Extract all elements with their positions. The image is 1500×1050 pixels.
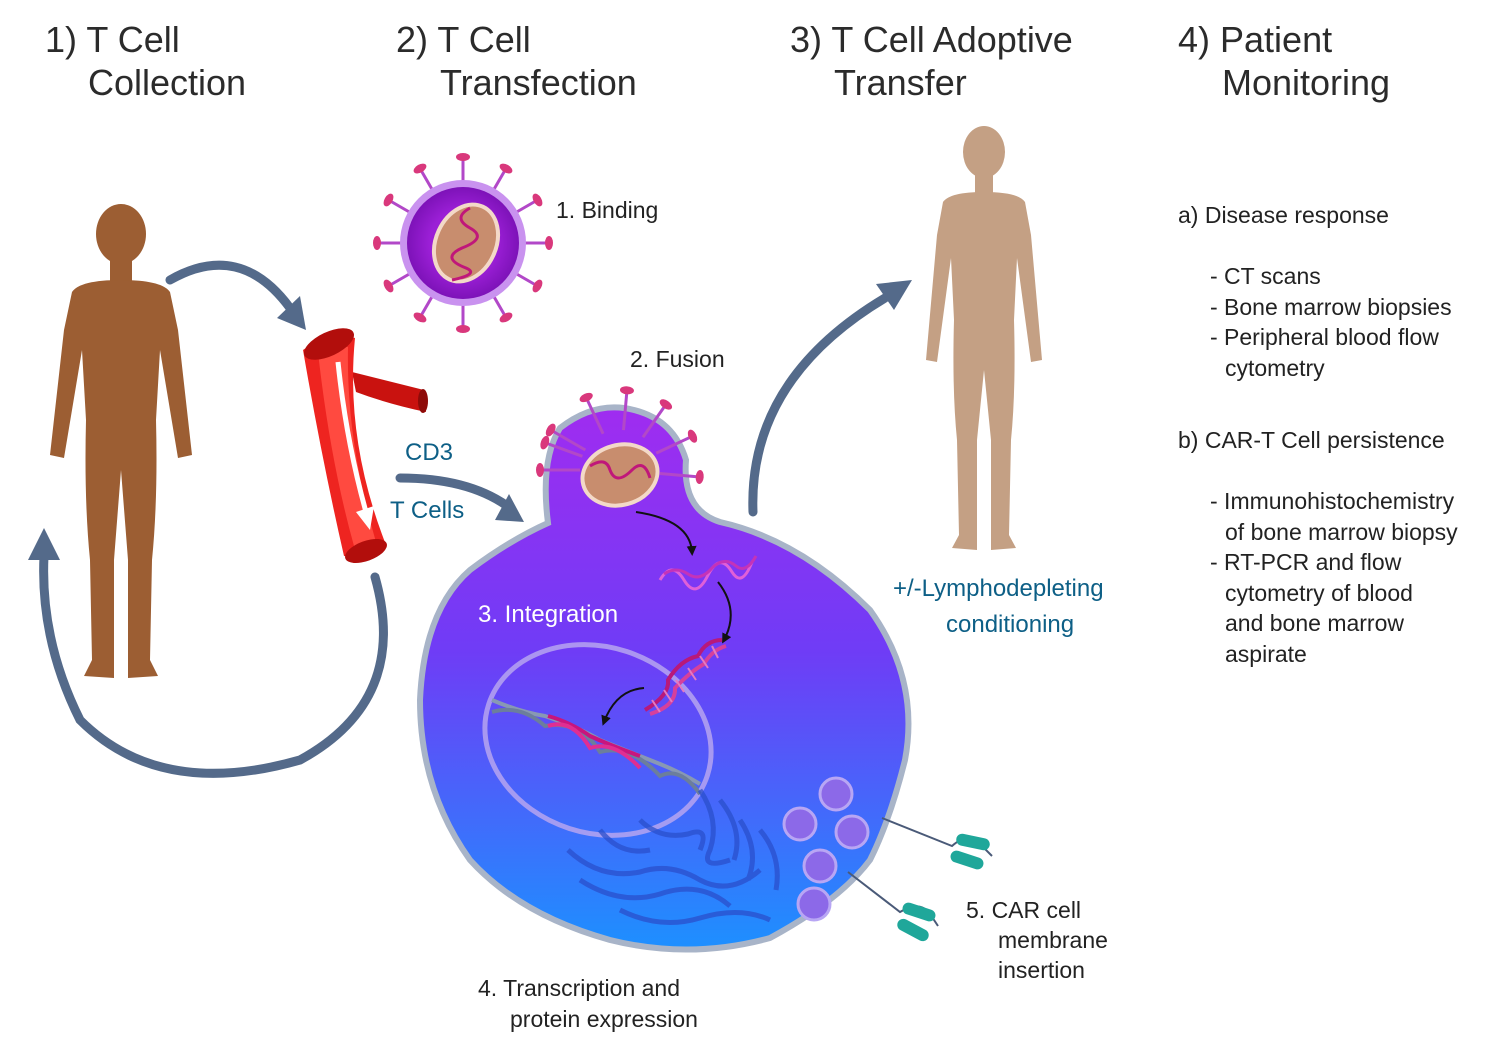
car-receptor-icon-2	[847, 871, 939, 942]
disease-item-3: - Peripheral blood flow	[1210, 324, 1439, 350]
car-label-line3: insertion	[998, 957, 1085, 983]
virus-spike	[491, 294, 508, 319]
step-1-title: 1) T Cell Collection	[45, 19, 246, 103]
virus-spike-tip	[687, 429, 698, 443]
conditioning-label-line2: conditioning	[946, 611, 1074, 638]
fused-virus-icon	[536, 386, 704, 508]
virus-spike	[584, 396, 605, 435]
dna-insert-icon	[643, 638, 727, 716]
virus-spike	[549, 428, 587, 452]
car-label-line2: membrane	[998, 927, 1108, 953]
rna-strand-icon	[658, 555, 758, 591]
virus-spike	[418, 294, 435, 319]
process-arrows	[39, 260, 890, 778]
persistence-item-2-cont-2: and bone marrow	[1225, 610, 1404, 636]
transcription-label-line2: protein expression	[510, 1006, 698, 1032]
virus-spike	[418, 167, 435, 192]
genome-dna-icon	[491, 698, 702, 796]
step-1-title-line2: Collection	[88, 62, 246, 103]
arrowhead-donor	[28, 528, 60, 560]
arrowhead-vessel	[277, 296, 306, 330]
virus-spike-tip	[619, 386, 634, 395]
virus-spike-tip	[373, 236, 381, 250]
virus-spike-tip	[383, 193, 394, 207]
flow-arrows	[601, 511, 732, 726]
persistence-item-2-cont-1: cytometry of blood	[1225, 580, 1413, 606]
fusion-label: 2. Fusion	[630, 346, 725, 372]
persistence-title: b) CAR-T Cell persistence	[1178, 427, 1445, 453]
arrow-vessel-to-cell	[395, 473, 515, 513]
persistence-item-1: - Immunohistochemistry	[1210, 488, 1455, 514]
virus-spike-tip	[499, 312, 513, 323]
step-4-title: 4) Patient Monitoring	[1178, 19, 1390, 103]
persistence-item-2: - RT-PCR and flow	[1210, 549, 1402, 575]
persistence-item-2-cont-3: aspirate	[1225, 641, 1307, 667]
cd3-label: CD3	[405, 439, 453, 466]
step-4-title-line2: Monitoring	[1222, 62, 1390, 103]
step-2-title-line2: Transfection	[440, 62, 637, 103]
virus-spike-tip	[536, 463, 544, 477]
arrow-cell-to-patient	[748, 293, 890, 517]
arrow-return-to-donor	[39, 551, 388, 778]
donor-person-icon	[50, 204, 192, 678]
t-cells-label: T Cells	[390, 497, 464, 524]
disease-item-3-cont: cytometry	[1225, 355, 1325, 381]
virus-spike-tip	[456, 153, 470, 161]
persistence-item-1-cont: of bone marrow biopsy	[1225, 519, 1458, 545]
arrowhead-cell	[495, 494, 524, 522]
virus-spike	[514, 198, 539, 215]
vesicles-icon	[782, 776, 870, 922]
endoplasmic-reticulum-icon	[566, 788, 780, 925]
virus-spike-tip	[532, 279, 543, 293]
virus-spike	[544, 441, 583, 458]
disease-response-title: a) Disease response	[1178, 202, 1389, 228]
virus-spike-tip	[659, 399, 673, 410]
patient-person-icon	[926, 126, 1042, 550]
car-receptor-icon-1	[881, 817, 993, 870]
arrow-heads	[28, 280, 912, 560]
virus-spike-tip	[532, 193, 543, 207]
disease-item-1: - CT scans	[1210, 263, 1321, 289]
virus-spike-tip	[499, 163, 513, 174]
virus-spike-tip	[456, 325, 470, 333]
virus-spike	[387, 271, 412, 288]
step-2-title-line1: 2) T Cell	[396, 19, 531, 60]
virus-spike	[659, 471, 700, 479]
arrowhead-patient	[876, 280, 912, 310]
step-2-title: 2) T Cell Transfection	[396, 19, 637, 103]
monitoring-panel: a) Disease response - CT scans - Bone ma…	[1178, 202, 1458, 667]
virus-spike-tip	[695, 469, 704, 484]
step-1-title-line1: 1) T Cell	[45, 19, 180, 60]
virus-spike-tip	[545, 236, 553, 250]
fusion-spikes	[536, 386, 704, 484]
conditioning-label-line1: +/-Lymphodepleting	[893, 575, 1104, 602]
virus-spike	[641, 403, 668, 439]
virus-spike	[655, 434, 694, 455]
step-3-title: 3) T Cell Adoptive Transfer	[790, 19, 1073, 103]
virus-spike	[621, 390, 629, 431]
virus-spike-tip	[545, 423, 556, 437]
blood-vessel-icon	[303, 328, 428, 564]
transcription-label-line1: 4. Transcription and	[478, 975, 680, 1001]
step-4-title-line1: 4) Patient	[1178, 19, 1332, 60]
virus-spike-tip	[413, 163, 427, 174]
virus-spike-tip	[383, 279, 394, 293]
virus-spikes	[373, 153, 553, 333]
arrow-donor-to-vessel	[165, 260, 295, 313]
virus-spike-tip	[540, 435, 550, 450]
binding-label: 1. Binding	[556, 197, 658, 223]
disease-item-2: - Bone marrow biopsies	[1210, 294, 1452, 320]
step-3-title-line2: Transfer	[834, 62, 967, 103]
virus-spike-tip	[413, 312, 427, 323]
virus-spike	[491, 167, 508, 192]
virus-spike-tip	[579, 392, 593, 403]
integration-label: 3. Integration	[478, 601, 618, 628]
car-label-line1: 5. CAR cell	[966, 897, 1081, 923]
step-3-title-line1: 3) T Cell Adoptive	[790, 19, 1073, 60]
virus-spike	[514, 271, 539, 288]
virus-spike	[387, 198, 412, 215]
virus-icon	[373, 153, 553, 333]
